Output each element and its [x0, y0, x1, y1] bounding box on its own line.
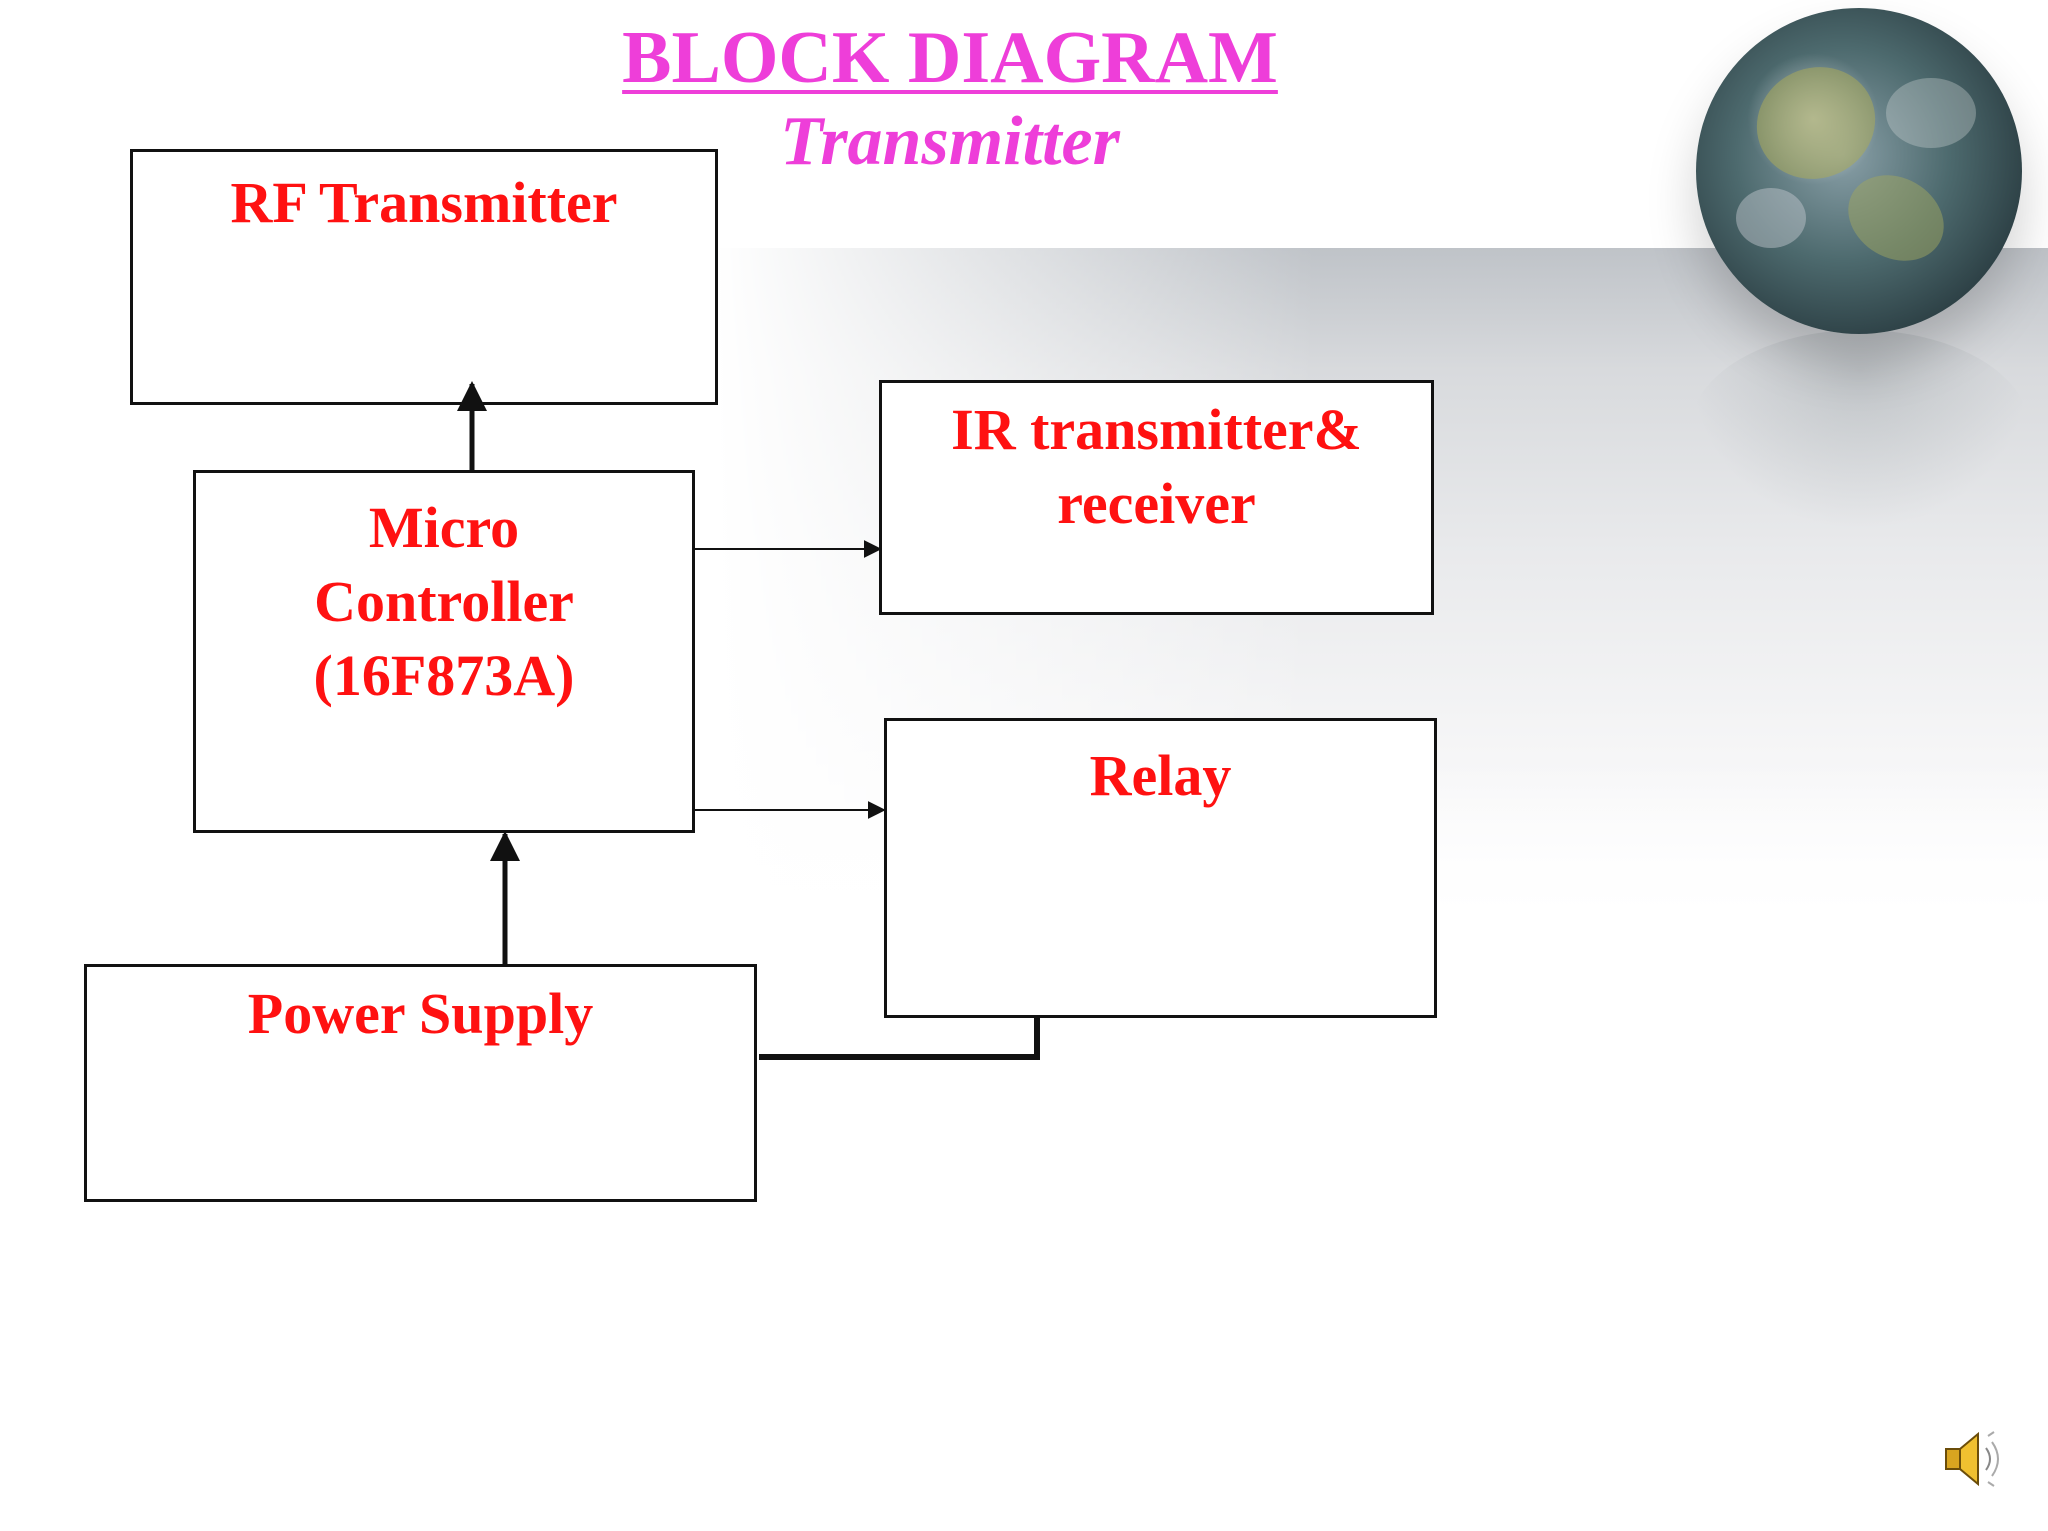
micro-controller-label-line1: Micro: [368, 495, 520, 560]
micro-controller-label-line3: (16F873A): [313, 643, 575, 708]
globe-reflection: [1690, 330, 2030, 530]
slide-subtitle: Transmitter: [780, 103, 1120, 180]
micro-controller-block: Micro Controller (16F873A): [193, 470, 695, 833]
globe-cloud: [1886, 78, 1976, 148]
relay-label: Relay: [1089, 743, 1232, 808]
globe-icon: [1696, 8, 2022, 334]
relay-block: Relay: [884, 718, 1437, 1018]
rf-transmitter-label: RF Transmitter: [230, 170, 618, 235]
speaker-icon[interactable]: [1940, 1424, 2010, 1494]
ir-transceiver-label-line1: IR transmitter&: [951, 397, 1362, 462]
power-supply-block: Power Supply: [84, 964, 757, 1202]
slide-title: BLOCK DIAGRAM: [622, 17, 1278, 99]
line-power-to-relay: [759, 1018, 1040, 1060]
rf-transmitter-block: RF Transmitter: [130, 149, 718, 405]
micro-controller-label-line2: Controller: [314, 569, 574, 634]
power-supply-label: Power Supply: [247, 981, 594, 1046]
ir-transceiver-block: IR transmitter& receiver: [879, 380, 1434, 615]
globe-cloud: [1736, 188, 1806, 248]
ir-transceiver-label-line2: receiver: [1057, 471, 1256, 536]
